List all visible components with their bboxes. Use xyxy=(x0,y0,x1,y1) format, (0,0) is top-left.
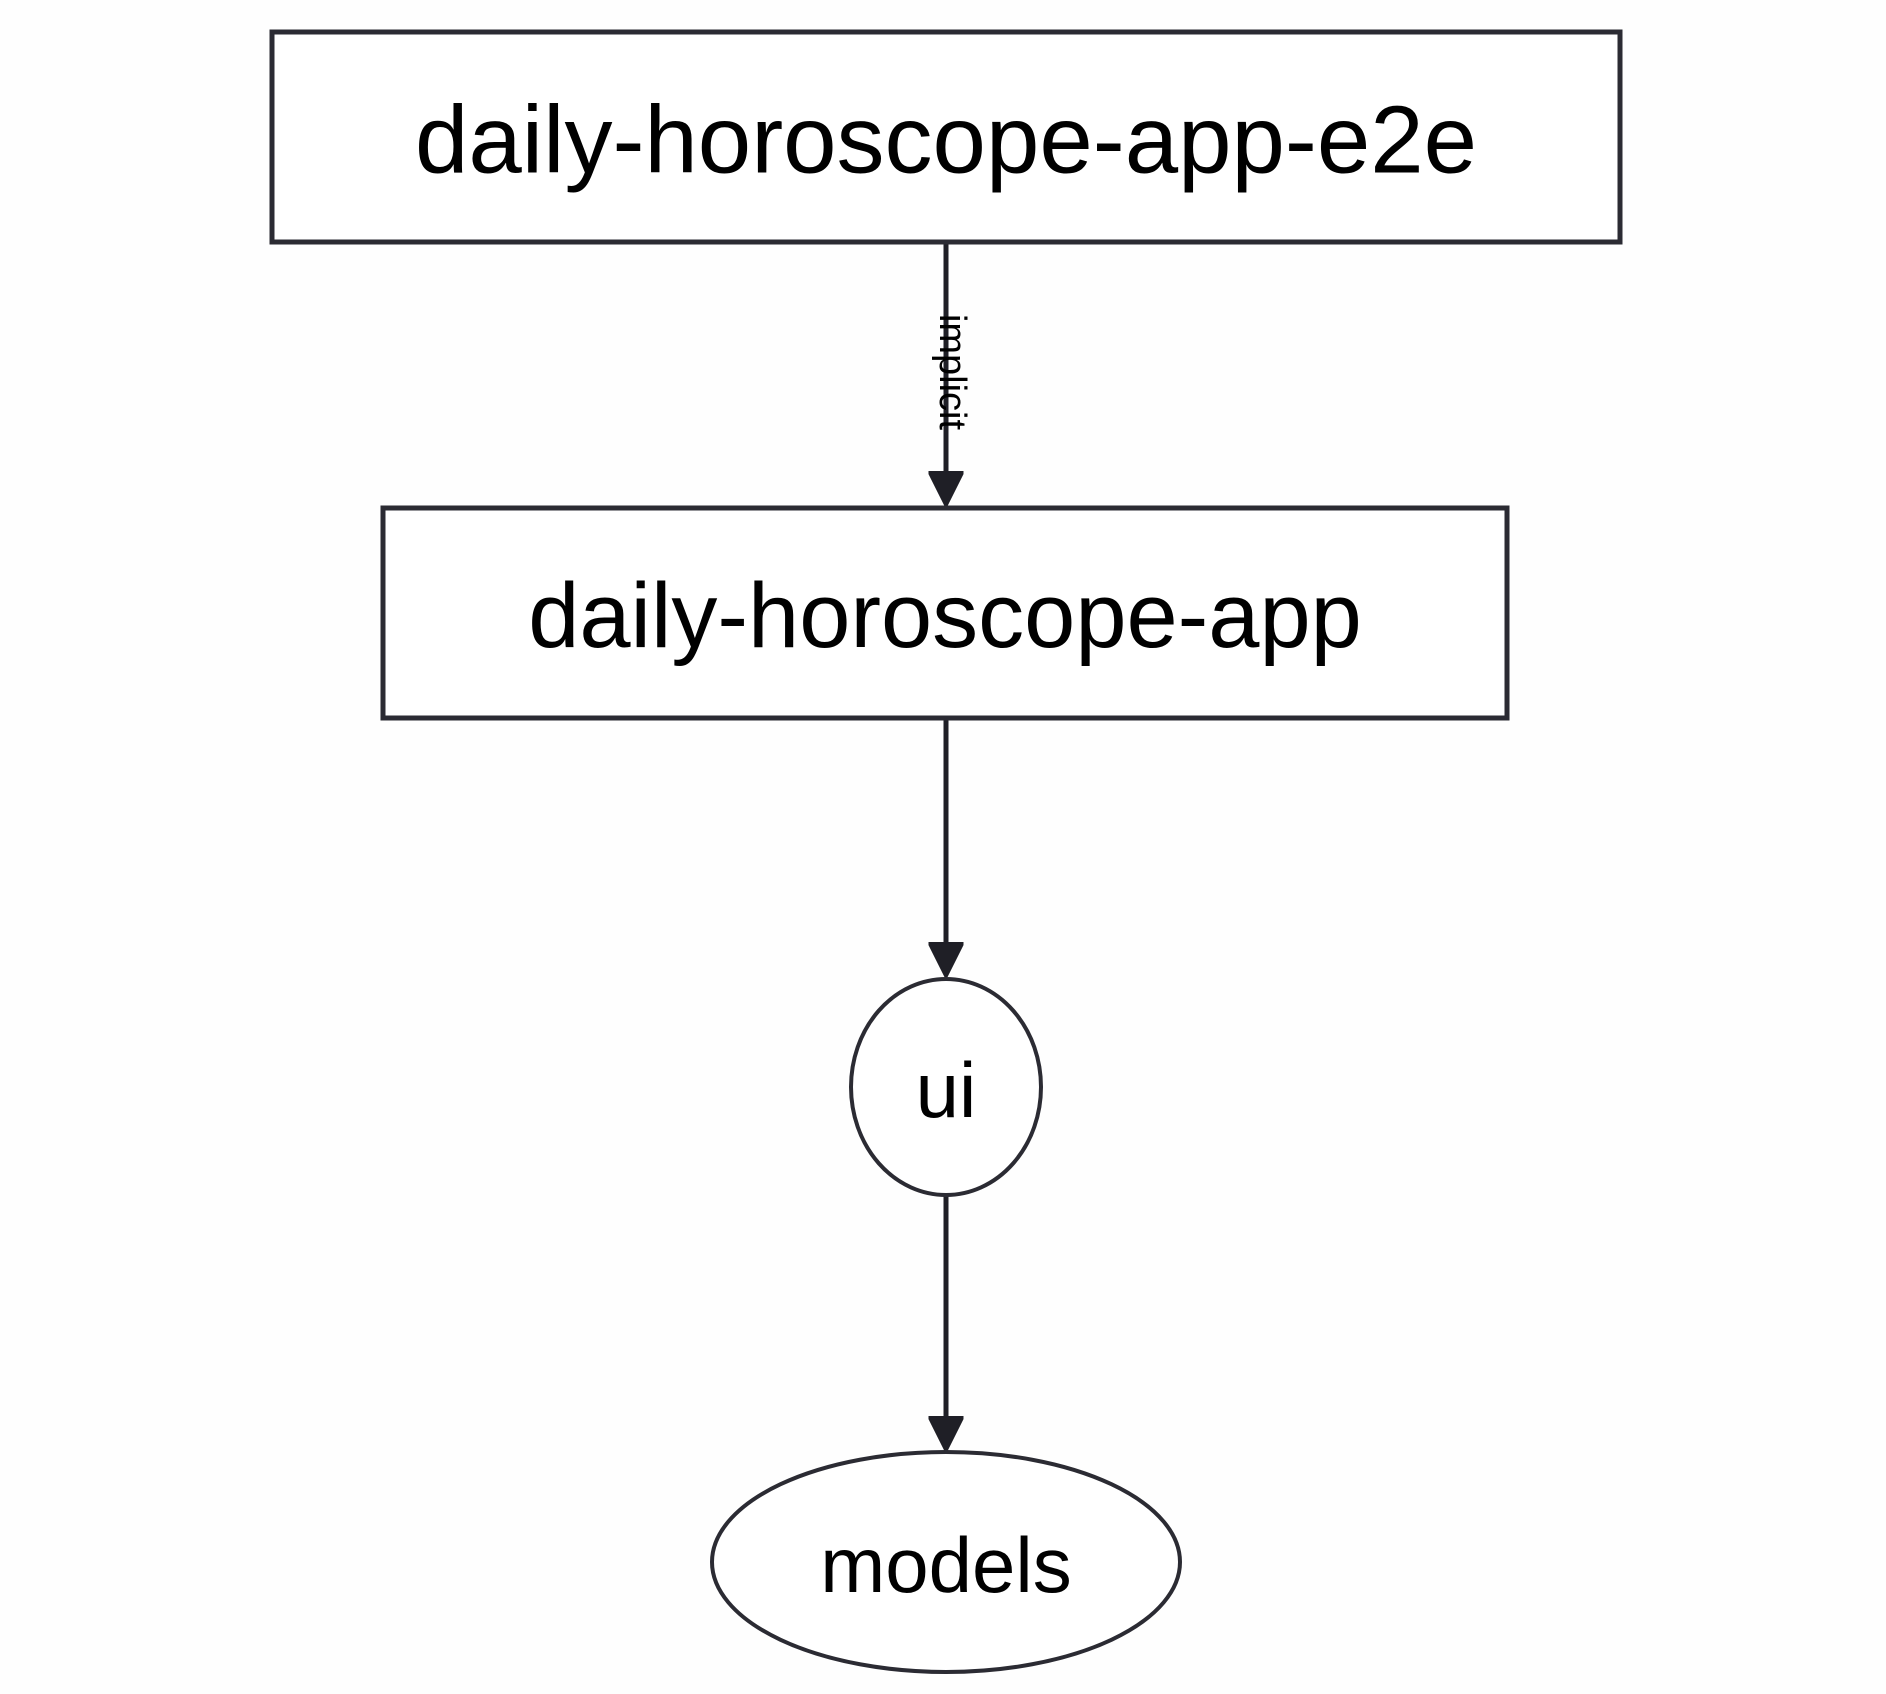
node-ui[interactable]: ui xyxy=(849,977,1043,1197)
node-daily-horoscope-app-shape[interactable] xyxy=(380,505,1510,721)
node-models-label: models xyxy=(820,1521,1071,1609)
node-daily-horoscope-app-e2e-shape[interactable] xyxy=(269,29,1623,245)
node-models[interactable]: models xyxy=(710,1450,1182,1674)
node-daily-horoscope-app-e2e-label: daily-horoscope-app-e2e xyxy=(415,87,1477,194)
node-ui-shape[interactable] xyxy=(849,977,1043,1197)
node-daily-horoscope-app-e2e[interactable]: daily-horoscope-app-e2e xyxy=(269,29,1623,245)
node-models-shape[interactable] xyxy=(710,1450,1182,1674)
edge-label-implicit: implicit xyxy=(931,314,973,431)
edge-e2e-to-app: implicit xyxy=(931,242,973,500)
node-ui-label: ui xyxy=(916,1046,977,1134)
edge-e2e-to-app-label-group: implicit xyxy=(931,314,973,431)
node-daily-horoscope-app[interactable]: daily-horoscope-app xyxy=(380,505,1510,721)
node-daily-horoscope-app-label: daily-horoscope-app xyxy=(528,565,1362,667)
